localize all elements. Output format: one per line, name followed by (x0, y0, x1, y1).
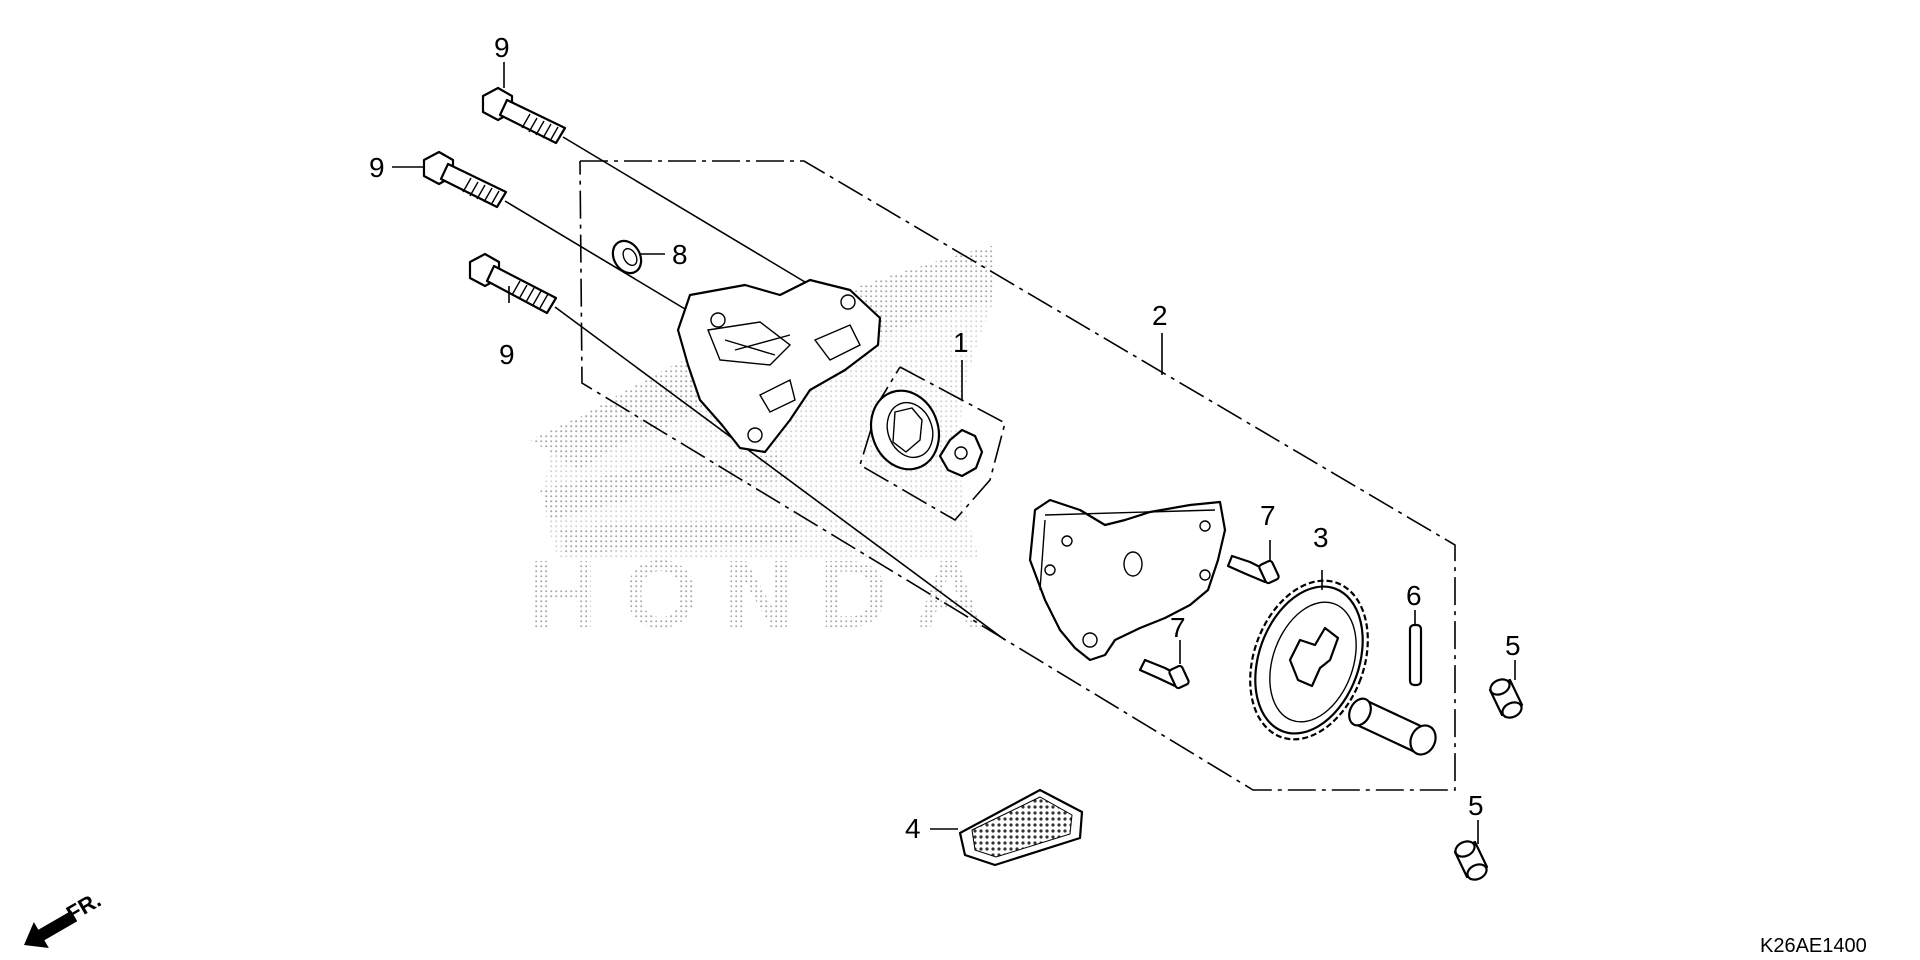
dowel-5-lower (1453, 820, 1489, 881)
callout-4: 4 (905, 813, 921, 844)
callout-9-top: 9 (494, 32, 510, 63)
bolt-9-lower (468, 252, 1006, 641)
callout-8: 8 (672, 239, 688, 270)
callout-9-middle: 9 (369, 152, 385, 183)
callout-7-upper: 7 (1260, 500, 1276, 531)
callout-1: 1 (953, 327, 969, 358)
callout-5-lower: 5 (1468, 790, 1484, 821)
bolt-9-top (481, 86, 831, 298)
front-direction-indicator: FR. (24, 887, 105, 948)
callout-labels: 9 9 9 8 1 2 7 7 3 6 5 5 4 (369, 32, 1521, 844)
assembly-2-outline (579, 160, 1456, 791)
dowel-5-upper (1488, 660, 1524, 719)
leader-lines (392, 62, 1163, 400)
bolt-9-middle (422, 150, 701, 319)
dowel-pin-6 (1408, 610, 1423, 687)
callout-6: 6 (1406, 580, 1422, 611)
oil-pump-driven-gear (1249, 570, 1369, 741)
callout-2: 2 (1152, 300, 1168, 331)
screw-7-lower (1138, 640, 1190, 690)
oil-pump-body (676, 278, 882, 454)
inner-rotor (938, 428, 984, 478)
pump-cover-plate (1028, 498, 1227, 662)
callout-3: 3 (1313, 522, 1329, 553)
callout-5-upper: 5 (1505, 630, 1521, 661)
front-arrow-icon (24, 910, 78, 948)
pump-shaft (1348, 697, 1437, 756)
diagram-code: K26AE1400 (1760, 935, 1867, 957)
callout-9-lower: 9 (499, 339, 515, 370)
honda-wordmark-watermark: HONDA (528, 541, 988, 648)
screw-7-upper (1226, 540, 1280, 585)
callout-7-lower: 7 (1170, 612, 1186, 643)
outer-rotor (870, 389, 940, 471)
oil-strainer-screen (930, 788, 1084, 867)
collar-8 (611, 239, 643, 275)
